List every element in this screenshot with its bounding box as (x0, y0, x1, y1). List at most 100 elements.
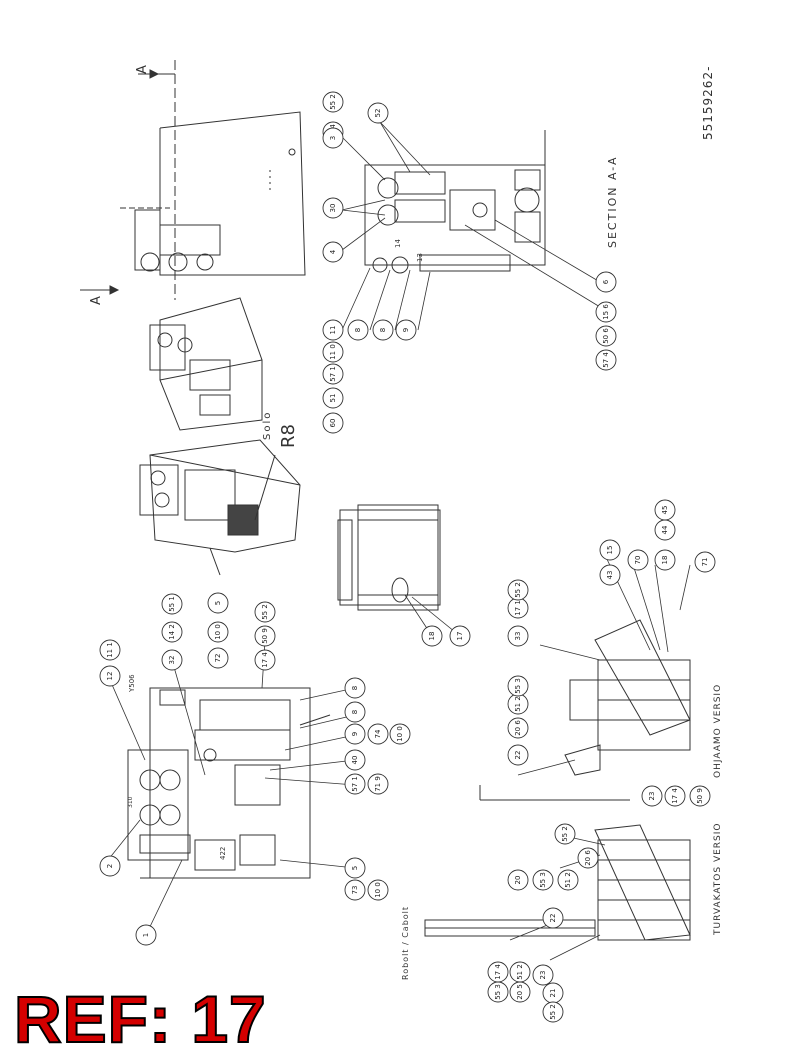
callout-circle (344, 749, 366, 771)
callout-number: 21 (549, 989, 557, 998)
callout-balloon: 6 (595, 271, 617, 293)
callout-balloon: 10 0 (207, 621, 229, 643)
callout-balloon: 70 (627, 549, 649, 571)
callout-balloon: 71 9 (367, 773, 389, 795)
callout-circle (542, 1001, 564, 1023)
callout-number: 3 (329, 136, 337, 140)
callout-number: 15 (606, 546, 614, 555)
callout-number: 55 2 (514, 582, 522, 598)
callout-balloon: 55 3 (487, 981, 509, 1003)
callout-number: 17 4 (261, 652, 269, 668)
callout-balloon: 15 (599, 539, 621, 561)
callout-number: 23 (648, 792, 656, 801)
callout-number: 74 (374, 729, 382, 738)
part-label-422: 422 (219, 847, 227, 860)
callout-balloon: 5 (207, 592, 229, 614)
callout-balloon: 57 4 (595, 349, 617, 371)
callout-circle (161, 621, 183, 643)
callout-circle (577, 847, 599, 869)
callout-number: 30 (329, 204, 337, 213)
callout-number: 20 6 (514, 720, 522, 736)
callout-number: 71 9 (374, 776, 382, 792)
callout-balloon: 50 9 (689, 785, 711, 807)
section-marker-top: A (135, 65, 150, 74)
callout-number: 20 (514, 876, 522, 885)
callout-circle (395, 319, 417, 341)
callout-balloon: 50 9 (254, 625, 276, 647)
callout-circle (694, 551, 716, 573)
callout-balloon: 55 3 (532, 869, 554, 891)
callout-number: 55 2 (329, 94, 337, 110)
callout-circle (135, 924, 157, 946)
panel-front-view (127, 687, 331, 879)
callout-number: 22 (514, 751, 522, 760)
variant-ohjaamo: OHJAAMO VERSIO (713, 684, 723, 778)
callout-number: 17 4 (671, 788, 679, 804)
callout-balloon: 8 (344, 701, 366, 723)
callout-balloon: 2 (99, 855, 121, 877)
solo-label: Solo (262, 411, 273, 440)
callout-balloon: 55 2 (554, 823, 576, 845)
callout-circle (507, 744, 529, 766)
callout-number: 51 2 (514, 696, 522, 712)
callout-balloon: 50 6 (595, 325, 617, 347)
panel-leaders (107, 639, 356, 936)
callout-circle (542, 907, 564, 929)
callout-balloon: 55 2 (254, 601, 276, 623)
callout-number: 10 0 (396, 726, 404, 742)
callout-balloon: 20 (507, 869, 529, 891)
callout-number: 44 (661, 525, 669, 534)
callout-circle (322, 91, 344, 113)
callout-circle (254, 649, 276, 671)
cab-top-view (337, 504, 441, 611)
callout-number: 11 1 (106, 642, 114, 658)
callout-circle (254, 601, 276, 623)
callout-circle (322, 387, 344, 409)
callout-circle (599, 564, 621, 586)
callout-number: 11 (329, 326, 337, 335)
callout-circle (509, 981, 531, 1003)
callout-circle (322, 319, 344, 341)
isometric-views (139, 297, 301, 576)
callout-balloon: 17 4 (254, 649, 276, 671)
callout-balloon: 51 2 (507, 693, 529, 715)
callout-number: 57 1 (329, 366, 337, 382)
callout-number: 23 (539, 971, 547, 980)
callout-balloon: 15 6 (595, 301, 617, 323)
callout-number: 17 4 (494, 964, 502, 980)
callout-circle (99, 855, 121, 877)
callout-balloon: 74 (367, 723, 389, 745)
callout-balloon: 5 (344, 857, 366, 879)
callout-balloon: 22 (507, 744, 529, 766)
callout-circle (557, 869, 579, 891)
callout-number: 10 0 (374, 882, 382, 898)
callout-number: 72 (214, 654, 222, 663)
callout-circle (627, 549, 649, 571)
callout-balloon: 55 1 (161, 593, 183, 615)
callout-balloon: 23 (641, 785, 663, 807)
callout-balloon: 1 (135, 924, 157, 946)
callout-balloon: 20 6 (577, 847, 599, 869)
callout-circle (207, 647, 229, 669)
callout-number: 60 (329, 419, 337, 428)
callout-circle (207, 621, 229, 643)
callout-balloon: 4 (322, 241, 344, 263)
callout-circle (507, 869, 529, 891)
callout-balloon: 11 0 (322, 341, 344, 363)
callout-circle (344, 723, 366, 745)
callout-circle (532, 869, 554, 891)
callout-circle (421, 625, 443, 647)
callout-circle (599, 539, 621, 561)
callout-number: 18 (661, 556, 669, 565)
callout-number: 9 (351, 732, 359, 736)
callout-circle (507, 675, 529, 697)
callout-balloon: 51 2 (557, 869, 579, 891)
callout-balloon: 9 (395, 319, 417, 341)
callout-circle (347, 319, 369, 341)
callout-number: 12 (106, 672, 114, 681)
callout-balloon: 33 (507, 625, 529, 647)
callout-circle (367, 879, 389, 901)
callout-circle (322, 197, 344, 219)
callout-balloon: 9 (344, 723, 366, 745)
callout-balloon: 20 6 (507, 717, 529, 739)
